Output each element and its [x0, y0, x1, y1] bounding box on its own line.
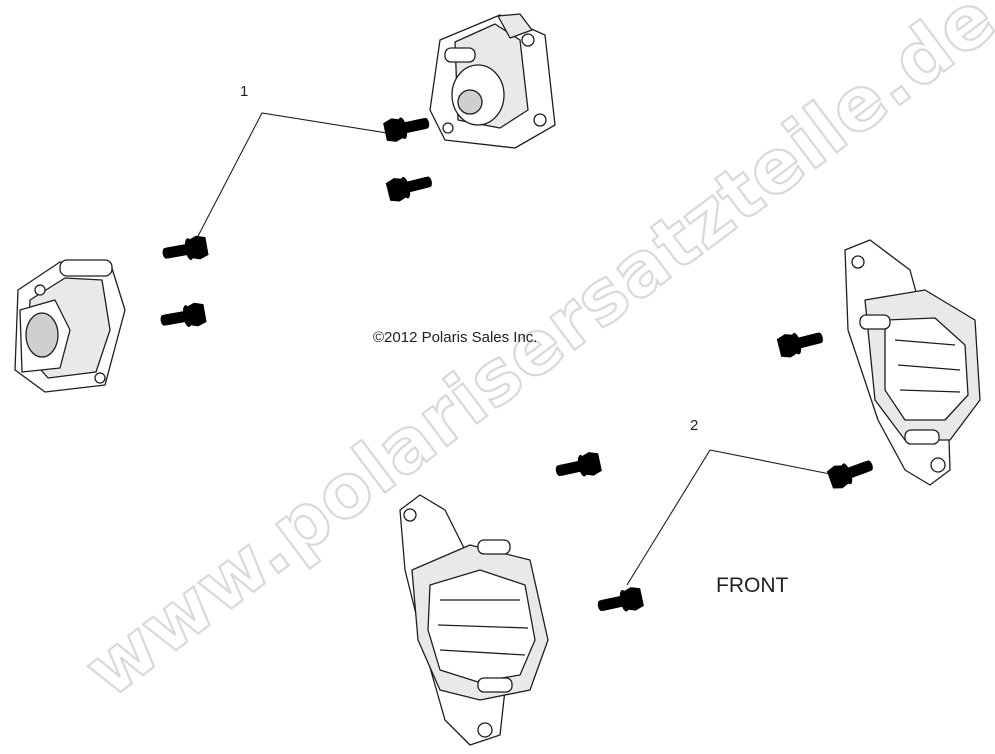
callout-1-label: 1: [240, 83, 248, 100]
flange-bolt-icon: [595, 585, 645, 619]
flange-bolt-icon: [160, 234, 210, 266]
front-brake-caliper-bottom-icon: [399, 494, 549, 746]
flange-bolt-icon: [385, 169, 435, 204]
flange-bolt-icon: [825, 453, 877, 492]
flange-bolt-icon: [382, 110, 432, 144]
flange-bolt-icon: [553, 450, 603, 484]
front-brake-caliper-right-icon: [844, 239, 981, 486]
rear-brake-caliper-left-icon: [14, 259, 126, 393]
flange-bolt-icon: [158, 301, 208, 333]
callout-1: 1: [195, 83, 388, 241]
rear-brake-caliper-top-icon: [429, 13, 556, 149]
flange-bolt-icon: [776, 325, 826, 360]
copyright-text: ©2012 Polaris Sales Inc.: [373, 329, 537, 346]
front-label: FRONT: [716, 574, 788, 597]
callout-2-label: 2: [690, 417, 698, 434]
callout-2: 2: [626, 417, 831, 586]
